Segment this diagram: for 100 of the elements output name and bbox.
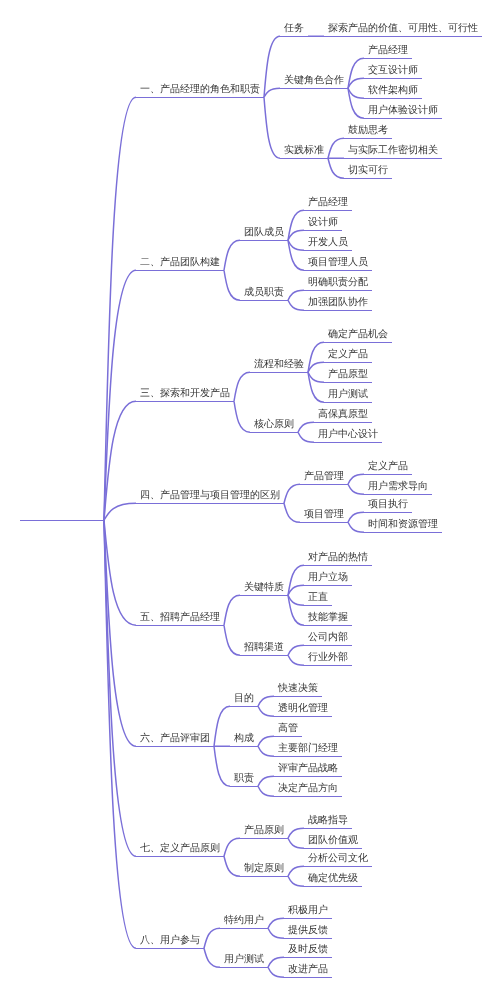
subtopic: 加强团队协作 <box>304 296 372 311</box>
subtopic: 产品原则 <box>240 824 288 839</box>
subtopic: 职责 <box>230 772 258 787</box>
branch-line <box>287 827 305 839</box>
branch-line <box>223 594 241 626</box>
subtopic: 评审产品战略 <box>274 762 342 777</box>
subtopic: 改进产品 <box>284 963 332 978</box>
branch-line <box>287 229 305 241</box>
subtopic: 高保真原型 <box>314 408 372 423</box>
subtopic: 积极用户 <box>284 904 332 919</box>
branch-line <box>263 96 281 159</box>
subtopic: 实践标准 <box>280 144 328 159</box>
subtopic: 公司内部 <box>304 631 352 646</box>
branch-line <box>257 785 275 797</box>
branch-line <box>307 371 325 403</box>
subtopic: 用户测试 <box>220 953 268 968</box>
branch-line <box>203 927 221 949</box>
branch-line <box>267 966 285 978</box>
branch-line <box>287 209 305 241</box>
branch-line <box>223 624 241 656</box>
subtopic: 正直 <box>304 591 332 606</box>
branch-line <box>263 35 281 98</box>
branch-line <box>287 875 305 887</box>
subtopic: 特约用户 <box>220 914 268 929</box>
subtopic: 探索产品的价值、可用性、可行性 <box>324 22 482 37</box>
subtopic: 分析公司文化 <box>304 852 372 867</box>
branch-line <box>213 745 231 747</box>
subtopic: 决定产品方向 <box>274 782 342 797</box>
subtopic: 确定产品机会 <box>324 328 392 343</box>
branch-line <box>223 269 241 301</box>
branch-line <box>213 705 231 747</box>
subtopic: 团队成员 <box>240 226 288 241</box>
branch-line <box>307 35 325 37</box>
branch-line <box>347 87 365 119</box>
branch-line <box>287 239 305 271</box>
branch-line <box>327 137 345 159</box>
branch-line <box>233 400 251 433</box>
subtopic: 高管 <box>274 722 302 737</box>
subtopic: 切实可行 <box>344 164 392 179</box>
branch-line <box>347 511 365 523</box>
main-topic: 一、产品经理的角色和职责 <box>136 83 264 98</box>
subtopic: 关键特质 <box>240 581 288 596</box>
branch-line <box>257 705 275 717</box>
branch-line <box>347 87 365 99</box>
branch-line <box>223 239 241 271</box>
subtopic: 项目管理 <box>300 508 348 523</box>
branch-line <box>283 502 301 523</box>
subtopic: 与实际工作密切相关 <box>344 144 442 159</box>
branch-line <box>267 917 285 929</box>
subtopic: 明确职责分配 <box>304 276 372 291</box>
branch-line <box>203 947 221 968</box>
branch-line <box>287 837 305 849</box>
branch-line <box>287 594 305 626</box>
branch-line <box>257 735 275 747</box>
main-topic: 五、招聘产品经理 <box>136 611 224 626</box>
branch-line <box>287 865 305 877</box>
branch-line <box>257 745 275 757</box>
subtopic: 产品管理 <box>300 470 348 485</box>
branch-line <box>347 483 365 495</box>
subtopic: 核心原则 <box>250 418 298 433</box>
subtopic: 及时反馈 <box>284 943 332 958</box>
main-topic: 七、定义产品原则 <box>136 842 224 857</box>
branch-line <box>213 745 231 787</box>
subtopic: 用户体验设计师 <box>364 104 442 119</box>
subtopic: 交互设计师 <box>364 64 422 79</box>
branch-line <box>287 299 305 311</box>
branch-line <box>287 289 305 301</box>
subtopic: 招聘渠道 <box>240 641 288 656</box>
branch-line <box>287 594 305 606</box>
main-topic: 三、探索和开发产品 <box>136 387 234 402</box>
branch-line <box>287 564 305 596</box>
subtopic: 用户中心设计 <box>314 428 382 443</box>
branch-line <box>233 371 251 402</box>
branch-line <box>257 775 275 787</box>
branch-line <box>267 956 285 968</box>
branch-line <box>327 157 345 159</box>
main-topic: 六、产品评审团 <box>136 732 214 747</box>
subtopic: 关键角色合作 <box>280 74 348 89</box>
subtopic: 行业外部 <box>304 651 352 666</box>
branch-line <box>263 87 281 98</box>
subtopic: 用户测试 <box>324 388 372 403</box>
main-topic: 八、用户参与 <box>136 934 204 949</box>
subtopic: 项目管理人员 <box>304 256 372 271</box>
branch-line <box>307 371 325 383</box>
branch-line <box>307 361 325 373</box>
subtopic: 设计师 <box>304 216 342 231</box>
subtopic: 项目执行 <box>364 498 412 513</box>
main-topic: 二、产品团队构建 <box>136 256 224 271</box>
subtopic: 提供反馈 <box>284 924 332 939</box>
subtopic: 用户需求导向 <box>364 480 432 495</box>
subtopic: 成员职责 <box>240 286 288 301</box>
subtopic: 定义产品 <box>324 348 372 363</box>
branch-line <box>347 473 365 485</box>
subtopic: 快速决策 <box>274 682 322 697</box>
branch-line <box>103 502 137 521</box>
subtopic: 时间和资源管理 <box>364 518 442 533</box>
branch-line <box>267 927 285 939</box>
branch-line <box>327 157 345 179</box>
subtopic: 技能掌握 <box>304 611 352 626</box>
root-topic-line <box>20 519 104 521</box>
